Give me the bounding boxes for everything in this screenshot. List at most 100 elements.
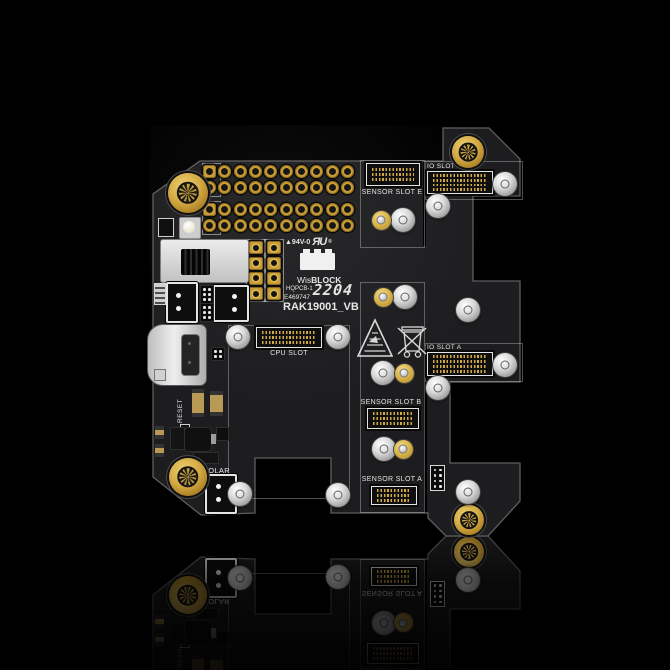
through-hole-pad [310, 218, 324, 232]
pin-dot [433, 485, 436, 488]
header-pad-cell [217, 218, 232, 234]
io-slot-a-connector [427, 352, 493, 376]
standoff-silver [426, 376, 450, 400]
header-pad-cell [247, 255, 265, 270]
standoff-gold [393, 439, 413, 459]
header-pad-cell [309, 218, 324, 234]
sensor-slot-a-label: SENSOR SLOT A [361, 476, 423, 483]
header-pad-cell [217, 202, 232, 218]
via-grid [200, 303, 214, 322]
header-pad-cell [233, 202, 248, 218]
through-hole-pad [233, 203, 247, 217]
connector-pin-row [377, 499, 411, 502]
through-hole-pad [249, 203, 263, 217]
connector-pin [232, 294, 237, 299]
registered-mark: ® [328, 239, 332, 245]
cpu-slot-connector [256, 327, 322, 348]
header-pad-cell [340, 218, 355, 234]
through-hole-pad [233, 180, 247, 194]
usb-c-cavity [181, 334, 200, 376]
pin-dot [433, 474, 436, 477]
via-grid [211, 347, 225, 361]
header-pad-cell [309, 164, 324, 180]
pin-dot [219, 355, 222, 358]
standoff-silver [493, 353, 517, 377]
through-hole-pad [325, 218, 339, 232]
capacitor [155, 444, 164, 457]
mounting-hole [169, 458, 207, 496]
standoff-silver [391, 208, 415, 232]
status-led [179, 217, 201, 239]
connector-pin [232, 307, 237, 312]
standoff-gold [371, 210, 391, 230]
header-pad-cell [202, 218, 217, 234]
through-hole-pad [218, 165, 232, 179]
through-hole-pad [310, 203, 324, 217]
header-pad-cell [247, 286, 265, 301]
through-hole-pad [233, 165, 247, 179]
connector-pin-row [262, 336, 316, 339]
header-pad-cell [340, 180, 355, 196]
standoff-silver [326, 325, 350, 349]
connector-pin-row [262, 331, 316, 334]
capacitor [154, 283, 166, 305]
through-hole-pad [249, 287, 263, 301]
header-pad-cell [217, 180, 232, 196]
led-lens [183, 221, 195, 233]
through-hole-pad [218, 203, 232, 217]
standoff-silver [226, 325, 250, 349]
pin-dot [219, 350, 222, 353]
header-pad-cell [263, 164, 278, 180]
pin-dot [214, 350, 217, 353]
pin-dot [439, 485, 442, 488]
sensor-slot-b-connector [367, 408, 419, 429]
connector-pin-row [372, 168, 414, 171]
header-pad-cell [217, 164, 232, 180]
through-hole-pad [203, 165, 217, 179]
header-pad-cell [247, 271, 265, 286]
usb-pin-dot [188, 361, 191, 364]
header-silkscreen-box [264, 239, 284, 302]
header-pad-cell [202, 202, 217, 218]
brick-stud [314, 249, 321, 253]
standoff-gold [394, 363, 414, 383]
standoff-silver [228, 482, 252, 506]
pin-dot [439, 479, 442, 482]
wisblock-brick-icon [300, 249, 335, 270]
through-hole-pad [203, 203, 217, 217]
routing-gap [424, 346, 427, 512]
connector-pin-row [433, 183, 487, 187]
solar-label: SOLAR [203, 466, 230, 475]
through-hole-pad [249, 241, 263, 255]
through-hole-pad [279, 180, 293, 194]
battery-connector [166, 282, 198, 323]
sensor-slot-a-connector [371, 486, 417, 505]
header-pad-cell [278, 202, 293, 218]
through-hole-pad [264, 165, 278, 179]
date-code: 2204 [312, 281, 354, 299]
through-hole-pad [218, 218, 232, 232]
pin-dot [203, 293, 206, 296]
pin-dot [208, 306, 211, 309]
connector-pin-row [433, 355, 487, 358]
connector-pin-row [372, 178, 414, 181]
connector-pin-row [373, 422, 413, 425]
header-pad-cell [248, 218, 263, 234]
header-pad-cell [278, 218, 293, 234]
pin-dot [208, 311, 211, 314]
header-pad-cell [340, 202, 355, 218]
header-pad-cell [263, 218, 278, 234]
connector-pin-row [433, 188, 487, 191]
through-hole-pad [310, 180, 324, 194]
through-hole-pad [249, 180, 263, 194]
switch-knob [181, 249, 210, 275]
io-slot-a-label: IO SLOT A [427, 344, 462, 351]
through-hole-pad [340, 180, 354, 194]
debug-header [430, 465, 445, 491]
header-pad-cell [324, 202, 339, 218]
pin-dot [433, 468, 436, 471]
through-hole-pad [264, 218, 278, 232]
battery-connector-2 [210, 285, 249, 322]
